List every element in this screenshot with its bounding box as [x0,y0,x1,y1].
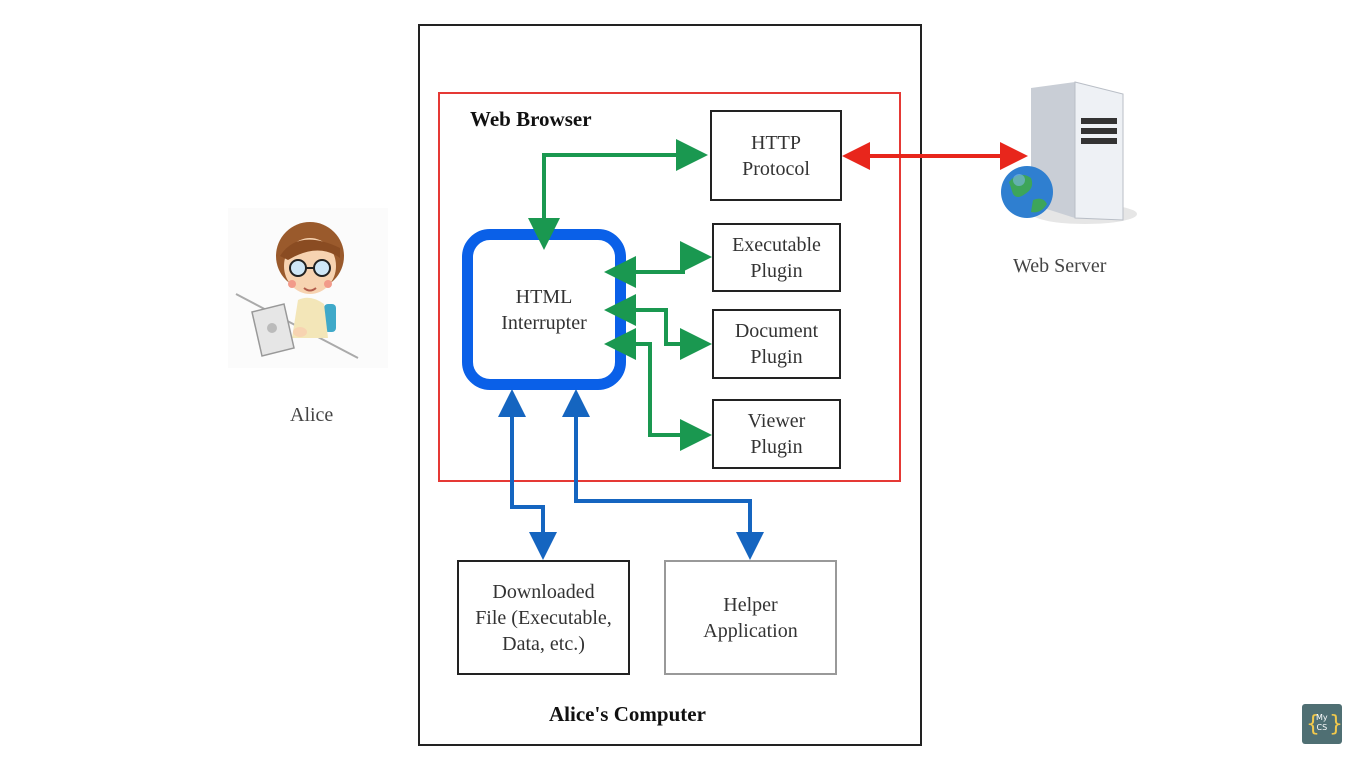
arrow-html-helper [562,389,764,560]
svg-text:}: } [1329,712,1342,737]
web-server-icon [1001,81,1137,224]
arrow-html-document [604,294,712,360]
arrow-html-viewer [604,328,712,451]
arrow-html-executable [604,241,712,288]
web-server-label: Web Server [1013,255,1107,277]
helper-application-box: Helper Application [664,560,837,675]
mycs-logo: { } My CS [1302,704,1342,744]
http-protocol-box: HTTP Protocol [710,110,842,201]
downloaded-file-box: Downloaded File (Executable, Data, etc.) [457,560,630,675]
arrow-html-downloaded [498,389,557,560]
document-plugin-box: Document Plugin [712,309,841,379]
logo-text-bottom: CS [1316,723,1328,732]
logo-text-top: My [1316,713,1328,722]
svg-text:{: { [1306,712,1320,737]
computer-label: Alice's Computer [549,702,706,726]
browser-label: Web Browser [470,107,592,131]
alice-illustration [228,208,388,368]
executable-plugin-box: Executable Plugin [712,223,841,292]
computer-frame [418,24,922,746]
arrow-html-http [528,139,708,250]
alice-label: Alice [290,404,334,426]
